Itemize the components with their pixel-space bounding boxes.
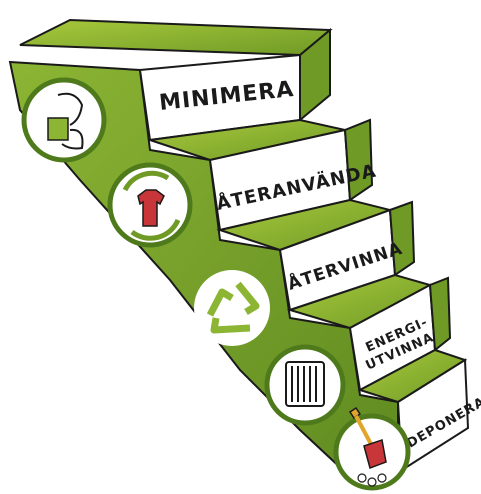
step-4-energiutvinna: ENERGI- UTVINNA bbox=[286, 273, 452, 392]
hand-cup-icon bbox=[21, 77, 107, 163]
step-5-deponera: DEPONERA bbox=[357, 348, 481, 472]
step-3-atervinna: ÅTERVINNA bbox=[216, 198, 416, 312]
recycle-arrows-icon bbox=[194, 270, 270, 346]
radiator-icon bbox=[264, 344, 346, 426]
reuse-shirt-icon bbox=[107, 162, 193, 248]
step-1-minimera: MINIMERA bbox=[19, 18, 333, 142]
shovel-icon bbox=[333, 406, 411, 491]
